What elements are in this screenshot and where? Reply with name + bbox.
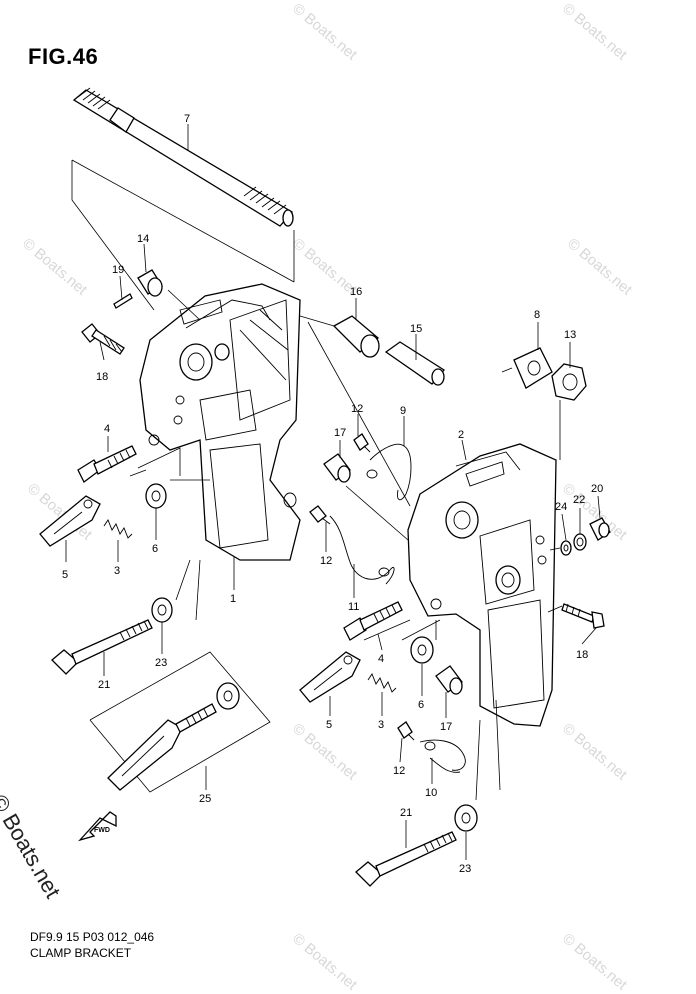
part-label: 1: [230, 593, 236, 605]
figure-name: CLAMP BRACKET: [30, 946, 132, 960]
bushing-part-14: [137, 269, 163, 297]
shaft-part-7: [72, 87, 294, 227]
wire-part-9: [366, 443, 412, 501]
leader-lines: [65, 124, 601, 860]
bolt-part-4-right: [343, 601, 403, 641]
figure-title: FIG.46: [28, 44, 99, 69]
screw-part-12-middle: [309, 505, 331, 525]
part-label: 10: [425, 787, 437, 799]
part-labels: 7 14 19 18 16 15 8 13 12 9 17 2 4 6 3 5 …: [62, 113, 603, 875]
part-label: 2: [458, 429, 464, 441]
washer-part-6-left: [145, 483, 167, 509]
lever-assembly-part-25: [89, 651, 271, 793]
part-label: 23: [459, 863, 471, 875]
bushing-part-16: [332, 315, 380, 358]
part-label: 6: [418, 699, 424, 711]
fwd-label: FWD: [94, 827, 110, 834]
part-label: 21: [400, 807, 412, 819]
washer-part-23-right: [454, 804, 478, 832]
part-label: 18: [96, 371, 108, 383]
plate-part-8: [513, 347, 553, 389]
part-label: 22: [573, 494, 585, 506]
part-label: 14: [137, 233, 149, 245]
part-label: 3: [114, 565, 120, 577]
washer-part-24: [560, 540, 572, 556]
lever-part-5-right: [299, 651, 361, 703]
part-label: 6: [152, 543, 158, 555]
part-label: 12: [393, 765, 405, 777]
part-label: 19: [112, 264, 124, 276]
clamp-bracket-part-1: [139, 283, 301, 561]
bolt-part-18-left: [81, 323, 125, 355]
part-label: 8: [534, 309, 540, 321]
collar-part-17-lower: [435, 665, 463, 695]
part-label: 3: [378, 719, 384, 731]
part-label: 12: [351, 403, 363, 415]
part-label: 11: [348, 601, 359, 613]
lever-part-5-left: [39, 495, 101, 547]
wire-part-10: [419, 739, 466, 773]
spring-part-3-right: [367, 673, 397, 693]
bolt-part-21-left: [51, 619, 153, 675]
pin-part-19: [113, 293, 133, 309]
part-label: 17: [440, 721, 452, 733]
clamp-bracket-part-2: [407, 443, 557, 727]
fwd-arrow-icon: FWD: [77, 811, 117, 842]
part-label: 4: [378, 653, 384, 665]
part-label: 24: [555, 501, 567, 513]
figure-code: DF9.9 15 P03 012_046: [30, 930, 155, 944]
part-label: 18: [576, 649, 588, 661]
part-label: 5: [62, 569, 68, 581]
pin-part-15: [384, 341, 445, 386]
part-label: 13: [564, 329, 576, 341]
part-label: 5: [326, 719, 332, 731]
washer-part-6-right: [410, 636, 434, 664]
collar-part-17-upper: [323, 453, 351, 483]
part-label: 16: [350, 286, 362, 298]
collar-part-22: [573, 533, 587, 551]
nut-part-13: [551, 363, 587, 401]
part-label: 9: [400, 405, 406, 417]
washer-part-23-left: [151, 597, 173, 623]
part-label: 7: [184, 113, 190, 125]
part-label: 12: [320, 555, 332, 567]
bushing-part-20: [589, 517, 611, 541]
screw-part-12-lower: [397, 721, 415, 741]
bolt-part-21-right: [355, 831, 457, 887]
bolt-part-4-left: [77, 445, 137, 483]
bolt-part-18-right: [561, 603, 605, 629]
part-label: 21: [98, 679, 110, 691]
part-label: 15: [410, 323, 422, 335]
part-label: 23: [155, 657, 167, 669]
part-label: 17: [334, 427, 346, 439]
part-label: 25: [199, 793, 211, 805]
part-label: 4: [104, 423, 110, 435]
screw-part-12-upper: [353, 433, 371, 453]
part-label: 20: [591, 483, 603, 495]
assembly-lines: [129, 289, 563, 801]
spring-part-3-left: [103, 519, 133, 539]
wire-part-11: [329, 515, 395, 585]
